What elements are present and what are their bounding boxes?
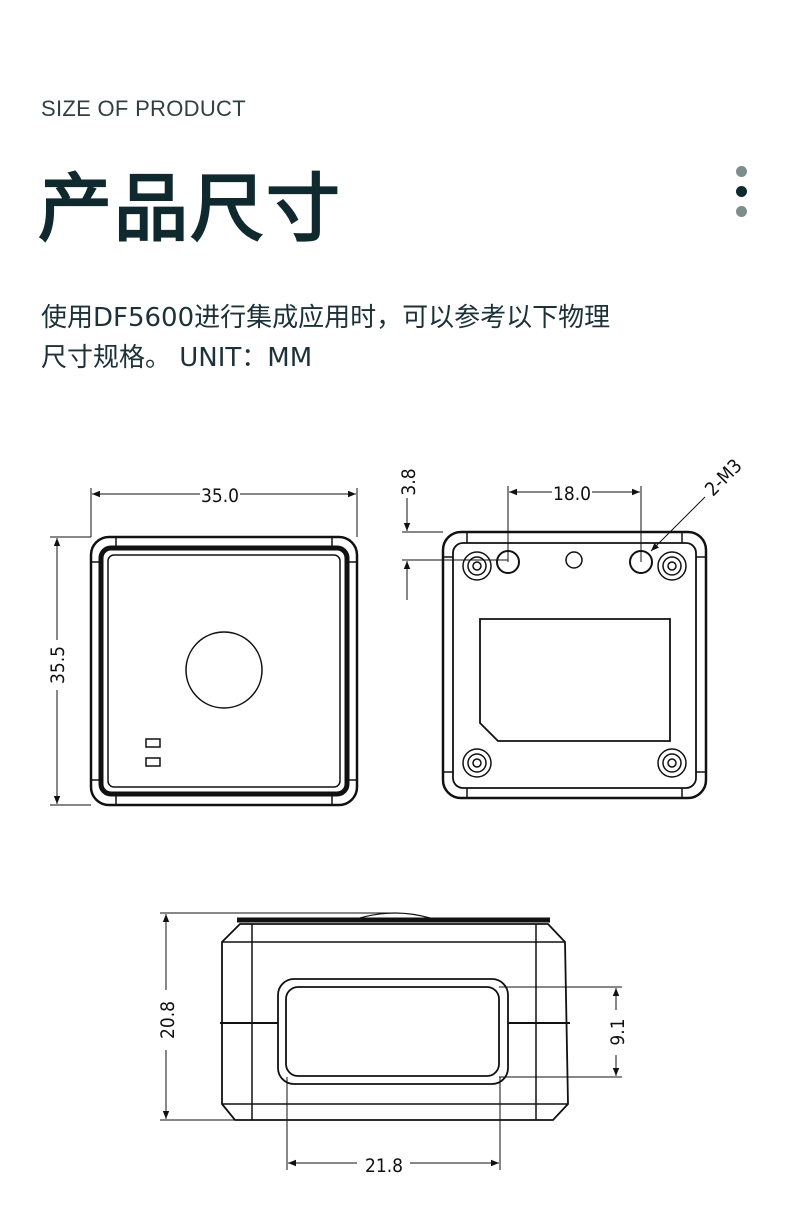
front-width-label: 35.0 — [201, 485, 239, 507]
edge-offset-label: 3.8 — [398, 468, 420, 495]
scan-window — [277, 978, 509, 1085]
side-view-drawing — [160, 912, 622, 1170]
hole-callout-label: 2-M3 — [701, 455, 747, 501]
lens-window-icon — [185, 631, 263, 709]
screw-boss-icon — [657, 551, 687, 581]
description-line-1: 使用DF5600进行集成应用时，可以参考以下物理 — [41, 303, 611, 333]
screw-boss-icon — [657, 748, 687, 778]
small-hole-icon — [565, 551, 583, 569]
indicator-led-icon — [145, 738, 161, 748]
front-height-label: 35.5 — [47, 646, 69, 684]
indicator-led-icon — [145, 757, 161, 767]
side-height-label: 20.8 — [157, 1001, 179, 1039]
description-line-2: 尺寸规格。 UNIT：MM — [41, 343, 313, 373]
back-view-drawing — [402, 486, 708, 800]
description: 使用DF5600进行集成应用时，可以参考以下物理 尺寸规格。 UNIT：MM — [41, 298, 741, 378]
hole-spacing-label: 18.0 — [553, 483, 591, 505]
screw-boss-icon — [462, 748, 492, 778]
window-height-label: 9.1 — [607, 1018, 629, 1045]
screw-boss-icon — [462, 551, 492, 581]
pager-dot-1[interactable] — [736, 166, 747, 177]
page-title: 产品尺寸 — [38, 166, 342, 252]
front-view-drawing — [50, 488, 359, 807]
pager-dot-2-active[interactable] — [736, 186, 747, 197]
pager-dot-3[interactable] — [736, 206, 747, 217]
pager-dots — [736, 166, 750, 226]
window-width-label: 21.8 — [365, 1155, 403, 1177]
label-area — [479, 618, 671, 742]
section-eyebrow: SIZE OF PRODUCT — [41, 96, 246, 121]
